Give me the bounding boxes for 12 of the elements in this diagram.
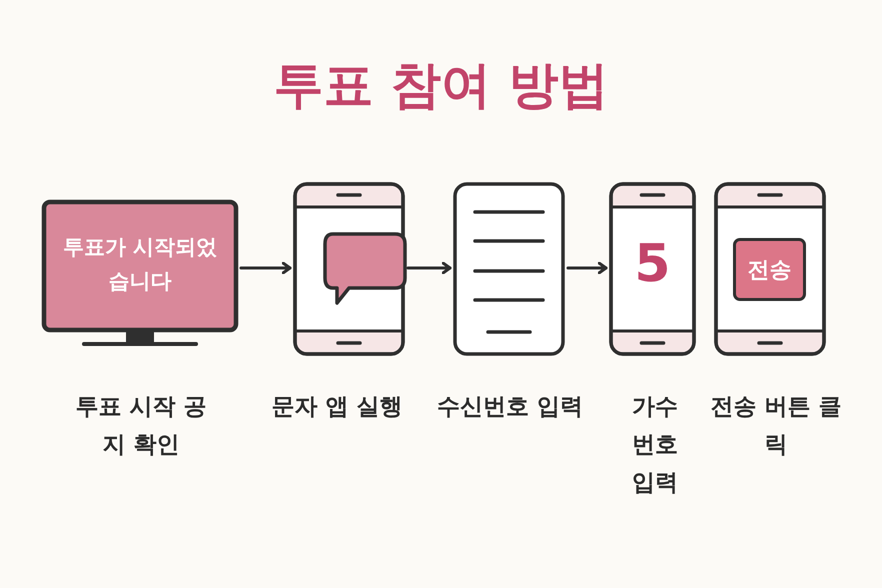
send-button: 전송	[733, 238, 806, 301]
arrow	[240, 262, 292, 274]
screen-text: 투표가 시작되었습니다	[62, 234, 218, 295]
step-caption: 가수 번호 입력	[631, 393, 679, 498]
step-caption: 전송 버튼 클릭	[709, 393, 842, 460]
step-caption: 문자 앱 실행	[270, 393, 404, 422]
arrow	[406, 262, 452, 274]
step-caption: 투표 시작 공지 확인	[74, 393, 208, 460]
selected-number: 5	[633, 234, 672, 294]
step-caption: 수신번호 입력	[436, 393, 584, 422]
arrow	[566, 262, 608, 274]
title: 투표 참여 방법	[272, 55, 610, 116]
